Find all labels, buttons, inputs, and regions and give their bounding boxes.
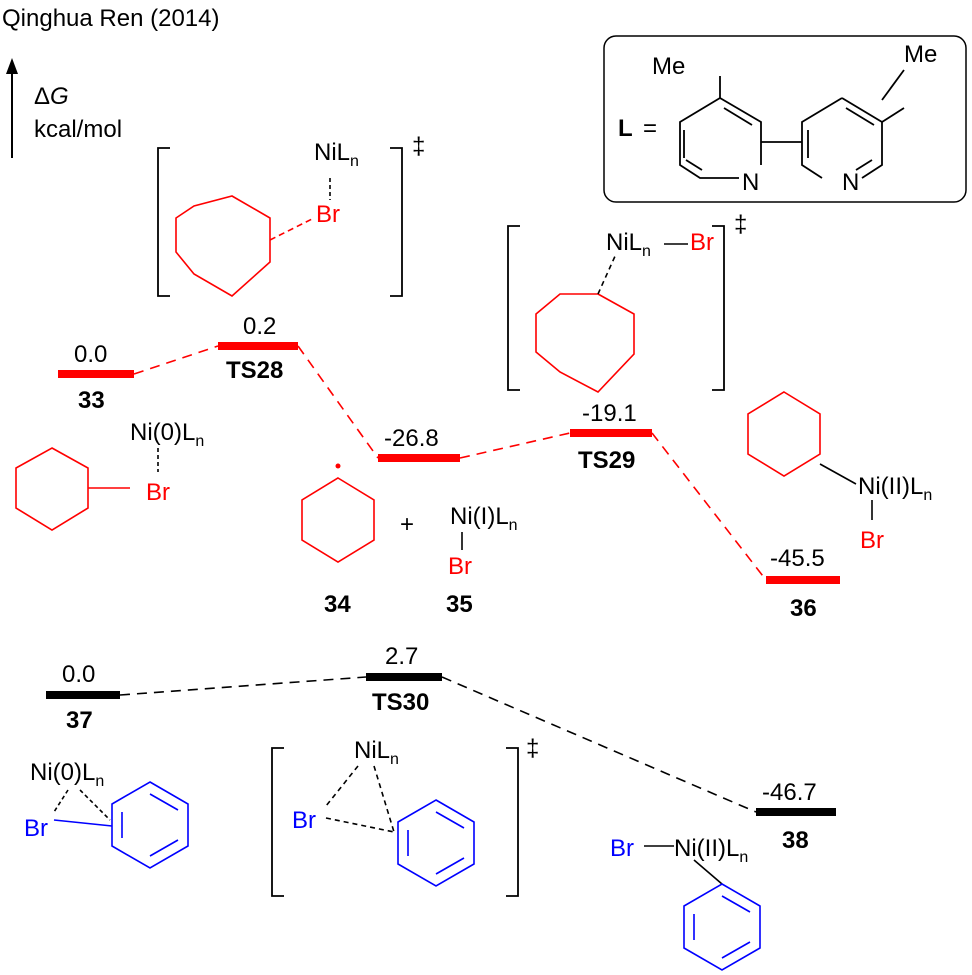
ts30-structure <box>271 747 519 897</box>
structure-36-br-label: Br <box>860 527 884 554</box>
ts28-ni-label: NiLn <box>314 139 359 170</box>
structure-34 <box>301 463 375 563</box>
label-ts29: TS29 <box>578 447 635 474</box>
energy-36: -45.5 <box>770 545 825 572</box>
energy-ts29: -19.1 <box>582 400 637 427</box>
structure-33 <box>15 447 159 531</box>
plus-sign: + <box>400 511 414 538</box>
ligand-n-left: N <box>742 169 759 196</box>
structure-38-ni-label: Ni(II)Ln <box>674 835 748 866</box>
structure-38 <box>644 845 761 971</box>
ligand-equals: = <box>643 115 657 142</box>
label-38: 38 <box>782 827 809 854</box>
label-ts28: TS28 <box>226 357 283 384</box>
ligand-n-right: N <box>842 169 859 196</box>
ts28-structure <box>157 147 403 297</box>
label-33: 33 <box>78 387 105 414</box>
label-ts30: TS30 <box>372 689 429 716</box>
ligand-definition-box: L = Me N Me N <box>603 35 967 203</box>
ts28-br-label: Br <box>316 201 340 228</box>
structure-37 <box>53 781 189 869</box>
red-pathway <box>58 342 840 584</box>
axis-symbol: ΔG <box>34 83 69 110</box>
axis-unit: kcal/mol <box>34 116 122 143</box>
ts30-br-label: Br <box>292 807 316 834</box>
ts29-dagger: ‡ <box>734 211 747 238</box>
ts28-dagger: ‡ <box>412 133 425 160</box>
structure-35-br-label: Br <box>448 553 472 580</box>
ts29-ni-label: NiLn <box>606 229 651 260</box>
black-pathway <box>46 673 836 816</box>
ts30-dagger: ‡ <box>526 735 539 762</box>
label-35: 35 <box>446 591 473 618</box>
structure-38-br-label: Br <box>610 835 634 862</box>
label-37: 37 <box>66 707 93 734</box>
structure-35-ni-label: Ni(I)Ln <box>450 503 518 534</box>
energy-ts28: 0.2 <box>243 313 276 340</box>
energy-38: -46.7 <box>762 779 817 806</box>
ts29-br-label: Br <box>690 229 714 256</box>
energy-ts30: 2.7 <box>385 643 418 670</box>
ts30-ni-label: NiLn <box>354 737 399 768</box>
structure-37-br-label: Br <box>24 815 48 842</box>
ligand-me-right: Me <box>904 41 937 68</box>
author-title: Qinghua Ren (2014) <box>2 5 219 32</box>
energy-37: 0.0 <box>62 661 95 688</box>
structure-33-ni-label: Ni(0)Ln <box>130 419 204 450</box>
energy-axis-arrow <box>6 58 18 158</box>
structure-36-ni-label: Ni(II)Ln <box>858 473 932 504</box>
energy-33: 0.0 <box>74 341 107 368</box>
structure-33-br-label: Br <box>146 479 170 506</box>
label-36: 36 <box>790 595 817 622</box>
structure-36 <box>747 391 873 520</box>
energy-34-35: -26.8 <box>384 425 439 452</box>
ts29-structure <box>507 225 725 393</box>
label-34: 34 <box>324 591 351 618</box>
ligand-symbol: L <box>618 115 633 142</box>
ligand-me-left: Me <box>652 53 685 80</box>
structure-37-ni-label: Ni(0)Ln <box>30 759 104 790</box>
